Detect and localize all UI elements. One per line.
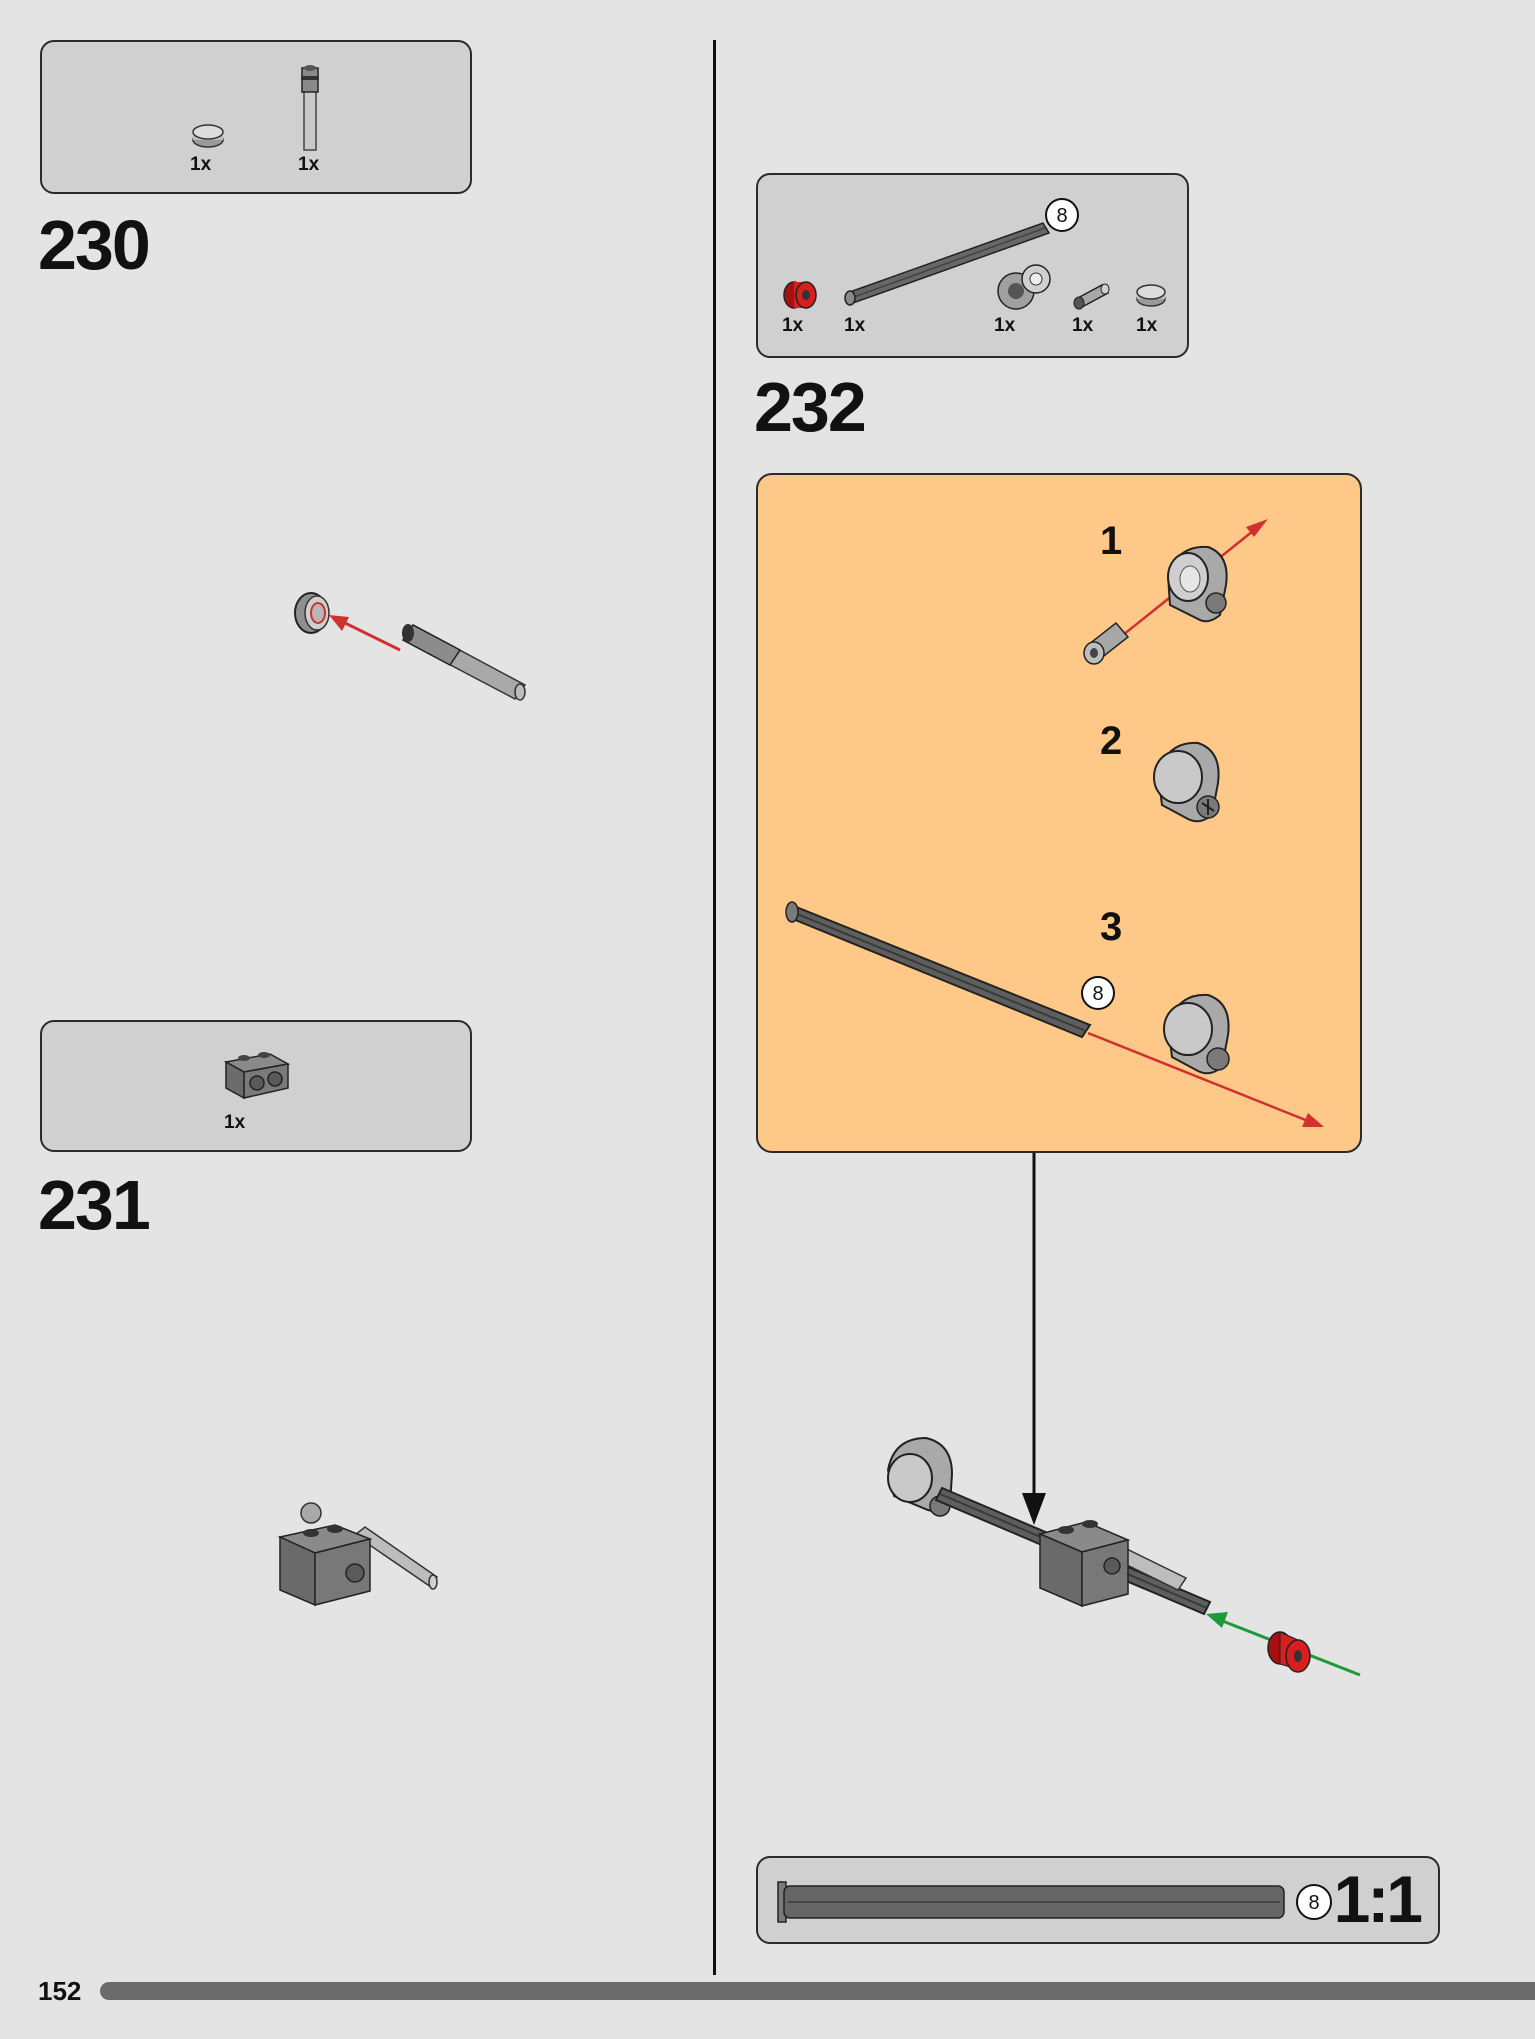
parts-list-231: 1x [40,1020,472,1152]
part-qty: 1x [1136,315,1158,336]
red-arrow-icon [329,615,401,652]
substep-number-3: 3 [1100,905,1123,949]
svg-text:8: 8 [1308,1892,1319,1914]
part-qty: 1x [224,1112,246,1133]
axle-pin-light-gray-icon [301,65,319,151]
step-232-illustration [886,1436,1361,1677]
step-number-232: 232 [754,368,867,446]
substep-3-illustration [785,901,1324,1127]
substep-2-illustration [1153,741,1220,823]
axle-pin-light-gray-icon [401,624,527,701]
axle-connector-light-gray-icon [1166,545,1228,623]
axle-connector-light-gray-icon [997,264,1051,310]
bush-red-icon [1267,1631,1311,1673]
substep-number-2: 2 [1100,719,1123,763]
scale-label: 1:1 [1333,1862,1423,1936]
part-qty: 1x [782,315,804,336]
sub-assembly-callout: 1 2 3 [756,473,1362,1153]
svg-text:8: 8 [1056,205,1067,227]
round-tile-light-gray-icon [294,592,330,634]
scale-reference-box: 8 1:1 [756,1856,1440,1944]
round-tile-light-gray-icon [1136,284,1166,307]
round-tile-light-gray-icon [192,124,224,148]
axle-8-dark-gray-icon [844,222,1051,306]
part-qty: 1x [298,154,320,175]
axle-connector-light-gray-icon [1163,993,1230,1075]
pin-light-gray-icon [1083,621,1130,665]
callout-pointer-arrow [1022,1153,1046,1525]
step-230-illustration [294,592,527,701]
circled-length-badge: 8 [1045,198,1079,232]
step-number-230: 230 [38,206,151,284]
step-number-231: 231 [38,1166,151,1244]
red-arrow-icon [1087,1031,1324,1127]
page-number: 152 [38,1976,82,2006]
part-qty: 1x [190,154,212,175]
technic-brick-dark-gray-icon [1037,1520,1131,1608]
substep-1-illustration [1083,519,1268,665]
part-qty: 1x [844,315,866,336]
axle-connector-light-gray-icon [886,1436,954,1517]
circled-length-badge: 8 [1081,976,1115,1010]
svg-text:8: 8 [1092,983,1103,1005]
column-divider [713,40,716,1975]
step-231-illustration [277,1502,439,1607]
parts-list-232: 1x 1x 8 1x 1x 1x [756,173,1189,358]
axle-8-scale-icon [777,1881,1285,1923]
circled-length-badge: 8 [1296,1884,1332,1920]
part-qty: 1x [994,315,1016,336]
pin-light-gray-icon [1073,283,1110,310]
axle-8-dark-gray-icon [785,901,1092,1039]
parts-list-230: 1x 1x [40,40,472,194]
page-progress-bar [100,1982,1535,2000]
bush-red-icon [783,281,817,309]
technic-brick-dark-gray-icon [223,1052,291,1100]
substep-number-1: 1 [1100,519,1123,563]
part-qty: 1x [1072,315,1094,336]
